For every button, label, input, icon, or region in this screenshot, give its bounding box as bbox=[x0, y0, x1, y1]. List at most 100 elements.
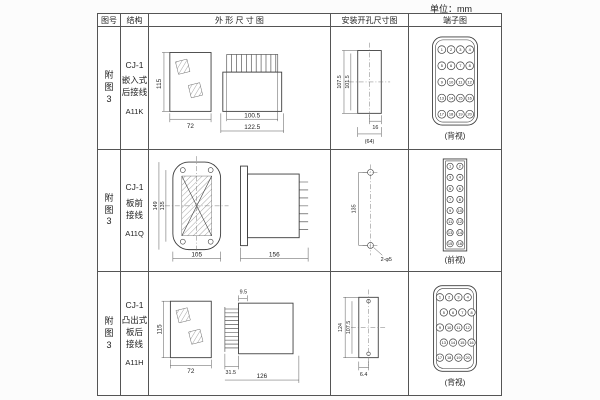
view-label: (背视) bbox=[445, 377, 466, 387]
mounting-cell: 107.5 101.5 16 (64) bbox=[331, 27, 409, 150]
svg-text:17: 17 bbox=[438, 355, 442, 360]
svg-text:3: 3 bbox=[449, 174, 451, 179]
svg-text:3: 3 bbox=[457, 295, 459, 300]
svg-text:16: 16 bbox=[468, 95, 472, 100]
svg-text:17: 17 bbox=[440, 112, 444, 117]
mounting-drawing-a11q: 135 2-φ5 bbox=[352, 164, 392, 263]
svg-text:2: 2 bbox=[459, 163, 461, 168]
svg-text:2: 2 bbox=[448, 295, 450, 300]
header-terminal: 端子图 bbox=[409, 14, 501, 27]
svg-text:9: 9 bbox=[441, 79, 443, 84]
svg-text:8: 8 bbox=[459, 197, 461, 202]
svg-text:18: 18 bbox=[449, 112, 453, 117]
outline-drawing-a11q: 149 135 105 156 bbox=[153, 155, 309, 262]
svg-text:135: 135 bbox=[352, 204, 358, 213]
svg-text:5: 5 bbox=[441, 63, 444, 68]
svg-text:100.5: 100.5 bbox=[244, 112, 260, 119]
svg-text:1: 1 bbox=[441, 47, 443, 52]
svg-text:6: 6 bbox=[452, 310, 454, 315]
outline-cell: 149 135 105 156 bbox=[149, 149, 331, 273]
svg-text:5: 5 bbox=[443, 310, 445, 315]
svg-text:1: 1 bbox=[449, 163, 451, 168]
fig-no: 附图3 bbox=[104, 316, 114, 350]
svg-text:1: 1 bbox=[439, 295, 441, 300]
svg-text:11: 11 bbox=[458, 79, 462, 84]
svg-text:9: 9 bbox=[449, 208, 451, 213]
svg-text:115: 115 bbox=[157, 324, 164, 335]
svg-text:12: 12 bbox=[465, 325, 469, 330]
svg-text:101.5: 101.5 bbox=[345, 75, 351, 88]
header-outline: 外 形 尺 寸 图 bbox=[149, 14, 331, 27]
side-view: 9.5 31.5 126 bbox=[224, 290, 300, 384]
header-fig-no: 图号 bbox=[98, 14, 121, 27]
svg-text:6.4: 6.4 bbox=[360, 372, 367, 378]
outline-cell: 115 72 9.5 31.5 bbox=[149, 272, 331, 395]
svg-text:20: 20 bbox=[468, 112, 473, 117]
header-mounting: 安装开孔尺寸图 bbox=[331, 14, 409, 27]
hole-count-label: 2-φ5 bbox=[381, 257, 392, 263]
svg-text:15: 15 bbox=[458, 95, 463, 100]
mounting-drawing-a11h: 124 107.5 6.4 bbox=[338, 289, 387, 378]
svg-text:15: 15 bbox=[448, 241, 453, 246]
svg-text:6: 6 bbox=[459, 185, 461, 190]
svg-text:11: 11 bbox=[456, 325, 460, 330]
svg-text:4: 4 bbox=[467, 295, 470, 300]
svg-text:4: 4 bbox=[469, 47, 472, 52]
svg-text:10: 10 bbox=[458, 208, 463, 213]
svg-text:115: 115 bbox=[156, 78, 163, 89]
svg-text:122.5: 122.5 bbox=[244, 124, 260, 131]
svg-text:20: 20 bbox=[465, 355, 469, 360]
front-view: 115 72 bbox=[156, 52, 212, 130]
svg-text:11: 11 bbox=[448, 219, 452, 224]
fig-no: 附图3 bbox=[104, 192, 114, 227]
svg-text:31.5: 31.5 bbox=[226, 371, 236, 377]
view-label: (背视) bbox=[445, 131, 466, 141]
view-label: (前视) bbox=[445, 254, 466, 264]
outline-drawing-a11h: 115 72 9.5 31.5 bbox=[157, 290, 300, 384]
front-view: 149 135 105 bbox=[153, 155, 229, 262]
svg-text:10: 10 bbox=[447, 325, 451, 330]
svg-text:16: 16 bbox=[469, 340, 473, 345]
unit-label: 单位：mm bbox=[430, 4, 472, 14]
fig-no: 附图3 bbox=[104, 70, 114, 104]
svg-text:12: 12 bbox=[458, 219, 462, 224]
svg-text:15: 15 bbox=[460, 340, 464, 345]
fig-no-cell: 附图3 bbox=[98, 272, 121, 395]
side-view: 100.5 122.5 bbox=[220, 54, 284, 133]
svg-text:13: 13 bbox=[448, 230, 452, 235]
svg-text:149: 149 bbox=[153, 201, 159, 210]
outline-drawing-a11k: 115 72 100.5 122.5 bbox=[156, 52, 284, 133]
svg-text:5: 5 bbox=[449, 185, 452, 190]
svg-text:124: 124 bbox=[338, 323, 344, 332]
svg-text:3: 3 bbox=[459, 47, 461, 52]
svg-text:2: 2 bbox=[450, 47, 452, 52]
svg-text:(64): (64) bbox=[365, 139, 375, 145]
svg-text:7: 7 bbox=[461, 310, 463, 315]
svg-text:14: 14 bbox=[449, 95, 454, 100]
svg-text:13: 13 bbox=[442, 340, 446, 345]
svg-text:107.5: 107.5 bbox=[337, 75, 343, 88]
svg-text:135: 135 bbox=[160, 201, 166, 210]
svg-text:13: 13 bbox=[440, 95, 444, 100]
svg-text:19: 19 bbox=[456, 355, 460, 360]
front-view: 115 72 bbox=[157, 301, 212, 376]
svg-text:4: 4 bbox=[459, 174, 462, 179]
svg-text:72: 72 bbox=[187, 123, 195, 130]
svg-text:105: 105 bbox=[191, 251, 202, 258]
svg-text:72: 72 bbox=[187, 369, 195, 376]
mounting-cell: 124 107.5 6.4 bbox=[331, 272, 409, 395]
